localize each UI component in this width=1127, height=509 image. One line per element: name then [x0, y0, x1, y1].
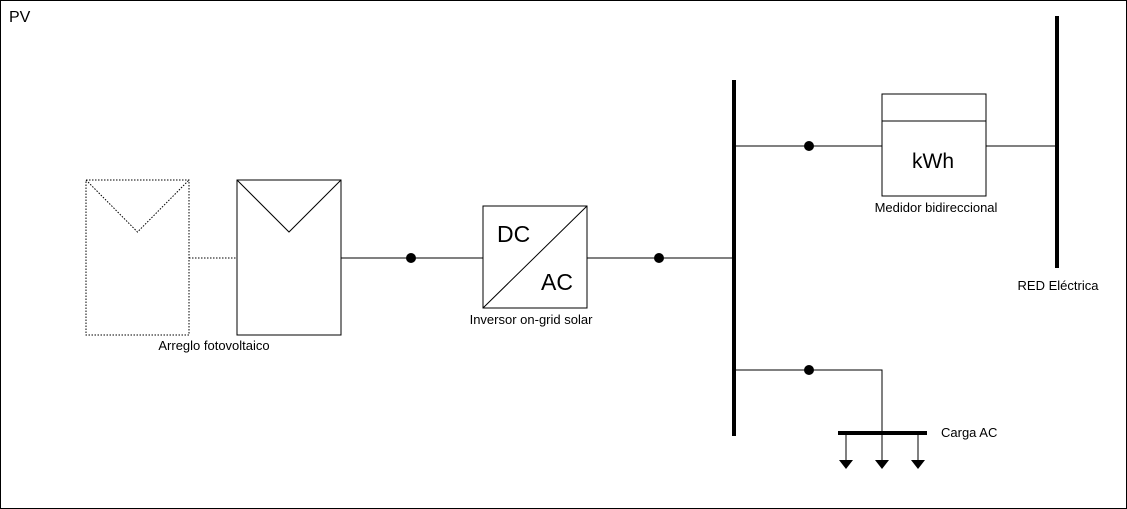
inverter-dc-text: DC [497, 221, 530, 247]
load-arrow-2 [875, 433, 889, 469]
frame-title: PV [9, 9, 31, 26]
load-arrow-1 [839, 433, 853, 469]
load-arrow-3 [911, 433, 925, 469]
pv-array-label: Arreglo fotovoltaico [158, 338, 269, 353]
grid-label: RED Eléctrica [1018, 278, 1100, 293]
junction-dot-4 [804, 365, 814, 375]
meter-text: kWh [912, 150, 954, 173]
load-label: Carga AC [941, 425, 997, 440]
inverter-box [482, 205, 588, 309]
inverter-label: Inversor on-grid solar [470, 312, 593, 327]
junction-dot-1 [406, 253, 416, 263]
meter-box [881, 93, 987, 197]
junction-dot-3 [804, 141, 814, 151]
bus-load-wire [734, 369, 883, 433]
inverter-ac-text: AC [541, 269, 573, 295]
junction-dot-2 [654, 253, 664, 263]
meter-label: Medidor bidireccional [875, 200, 998, 215]
